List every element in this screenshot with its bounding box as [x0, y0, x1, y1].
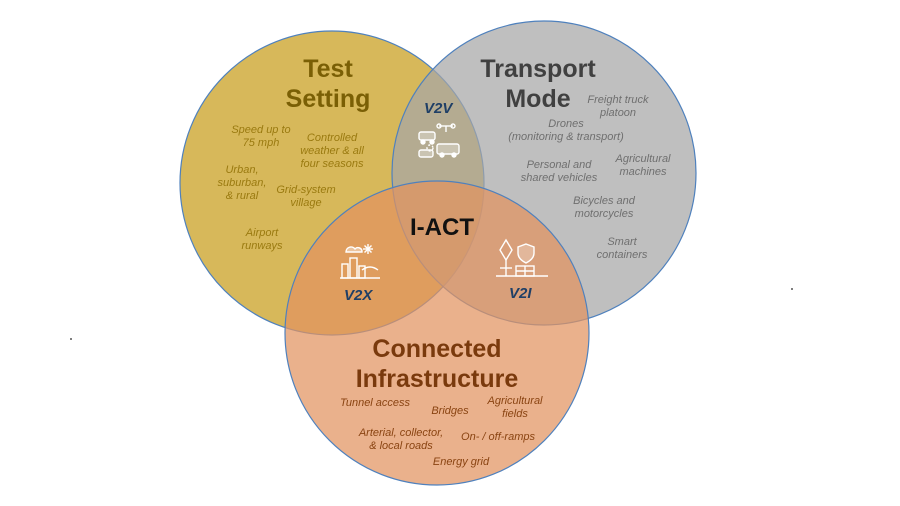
stray-dot	[791, 288, 793, 290]
v2i-label: V2I	[509, 285, 532, 302]
transport-mode-title: Transport Mode	[480, 55, 596, 113]
center-label: I-ACT	[410, 214, 474, 241]
connected-infrastructure-item: On- / off-ramps	[461, 431, 535, 443]
v2v-label: V2V	[424, 100, 453, 117]
transport-mode-item: Drones (monitoring & transport)	[508, 118, 624, 143]
transport-mode-item: Bicycles and motorcycles	[573, 195, 635, 220]
test-setting-item: Speed up to 75 mph	[231, 124, 291, 149]
connected-infrastructure-item: Tunnel access	[339, 397, 411, 409]
connected-infrastructure-item: Arterial, collector, & local roads	[358, 427, 444, 452]
vehicles-drone-icon	[418, 123, 460, 158]
transport-mode-item: Freight truck platoon	[587, 94, 649, 119]
connected-infrastructure-item: Agricultural fields	[487, 395, 543, 420]
connected-infrastructure-item: Energy grid	[432, 456, 490, 468]
test-setting-item: Controlled weather & all four seasons	[300, 132, 364, 170]
connected-infrastructure-item: Bridges	[431, 405, 469, 417]
connected-infrastructure-title: Connected Infrastructure	[355, 335, 519, 393]
transport-mode-item: Smart containers	[596, 236, 648, 261]
connected-infrastructure-circle	[284, 180, 590, 486]
stray-dot	[70, 338, 72, 340]
weather-city-icon	[340, 244, 380, 279]
test-setting-item: Grid-system village	[276, 184, 336, 209]
v2x-label: V2X	[344, 287, 373, 304]
infrastructure-grid-icon	[496, 238, 548, 277]
test-setting-item: Airport runways	[241, 227, 283, 252]
transport-mode-item: Personal and shared vehicles	[520, 159, 598, 184]
transport-mode-item: Agricultural machines	[615, 153, 671, 178]
test-setting-item: Urban, suburban, & rural	[217, 164, 267, 202]
test-setting-title: Test Setting	[285, 55, 371, 113]
